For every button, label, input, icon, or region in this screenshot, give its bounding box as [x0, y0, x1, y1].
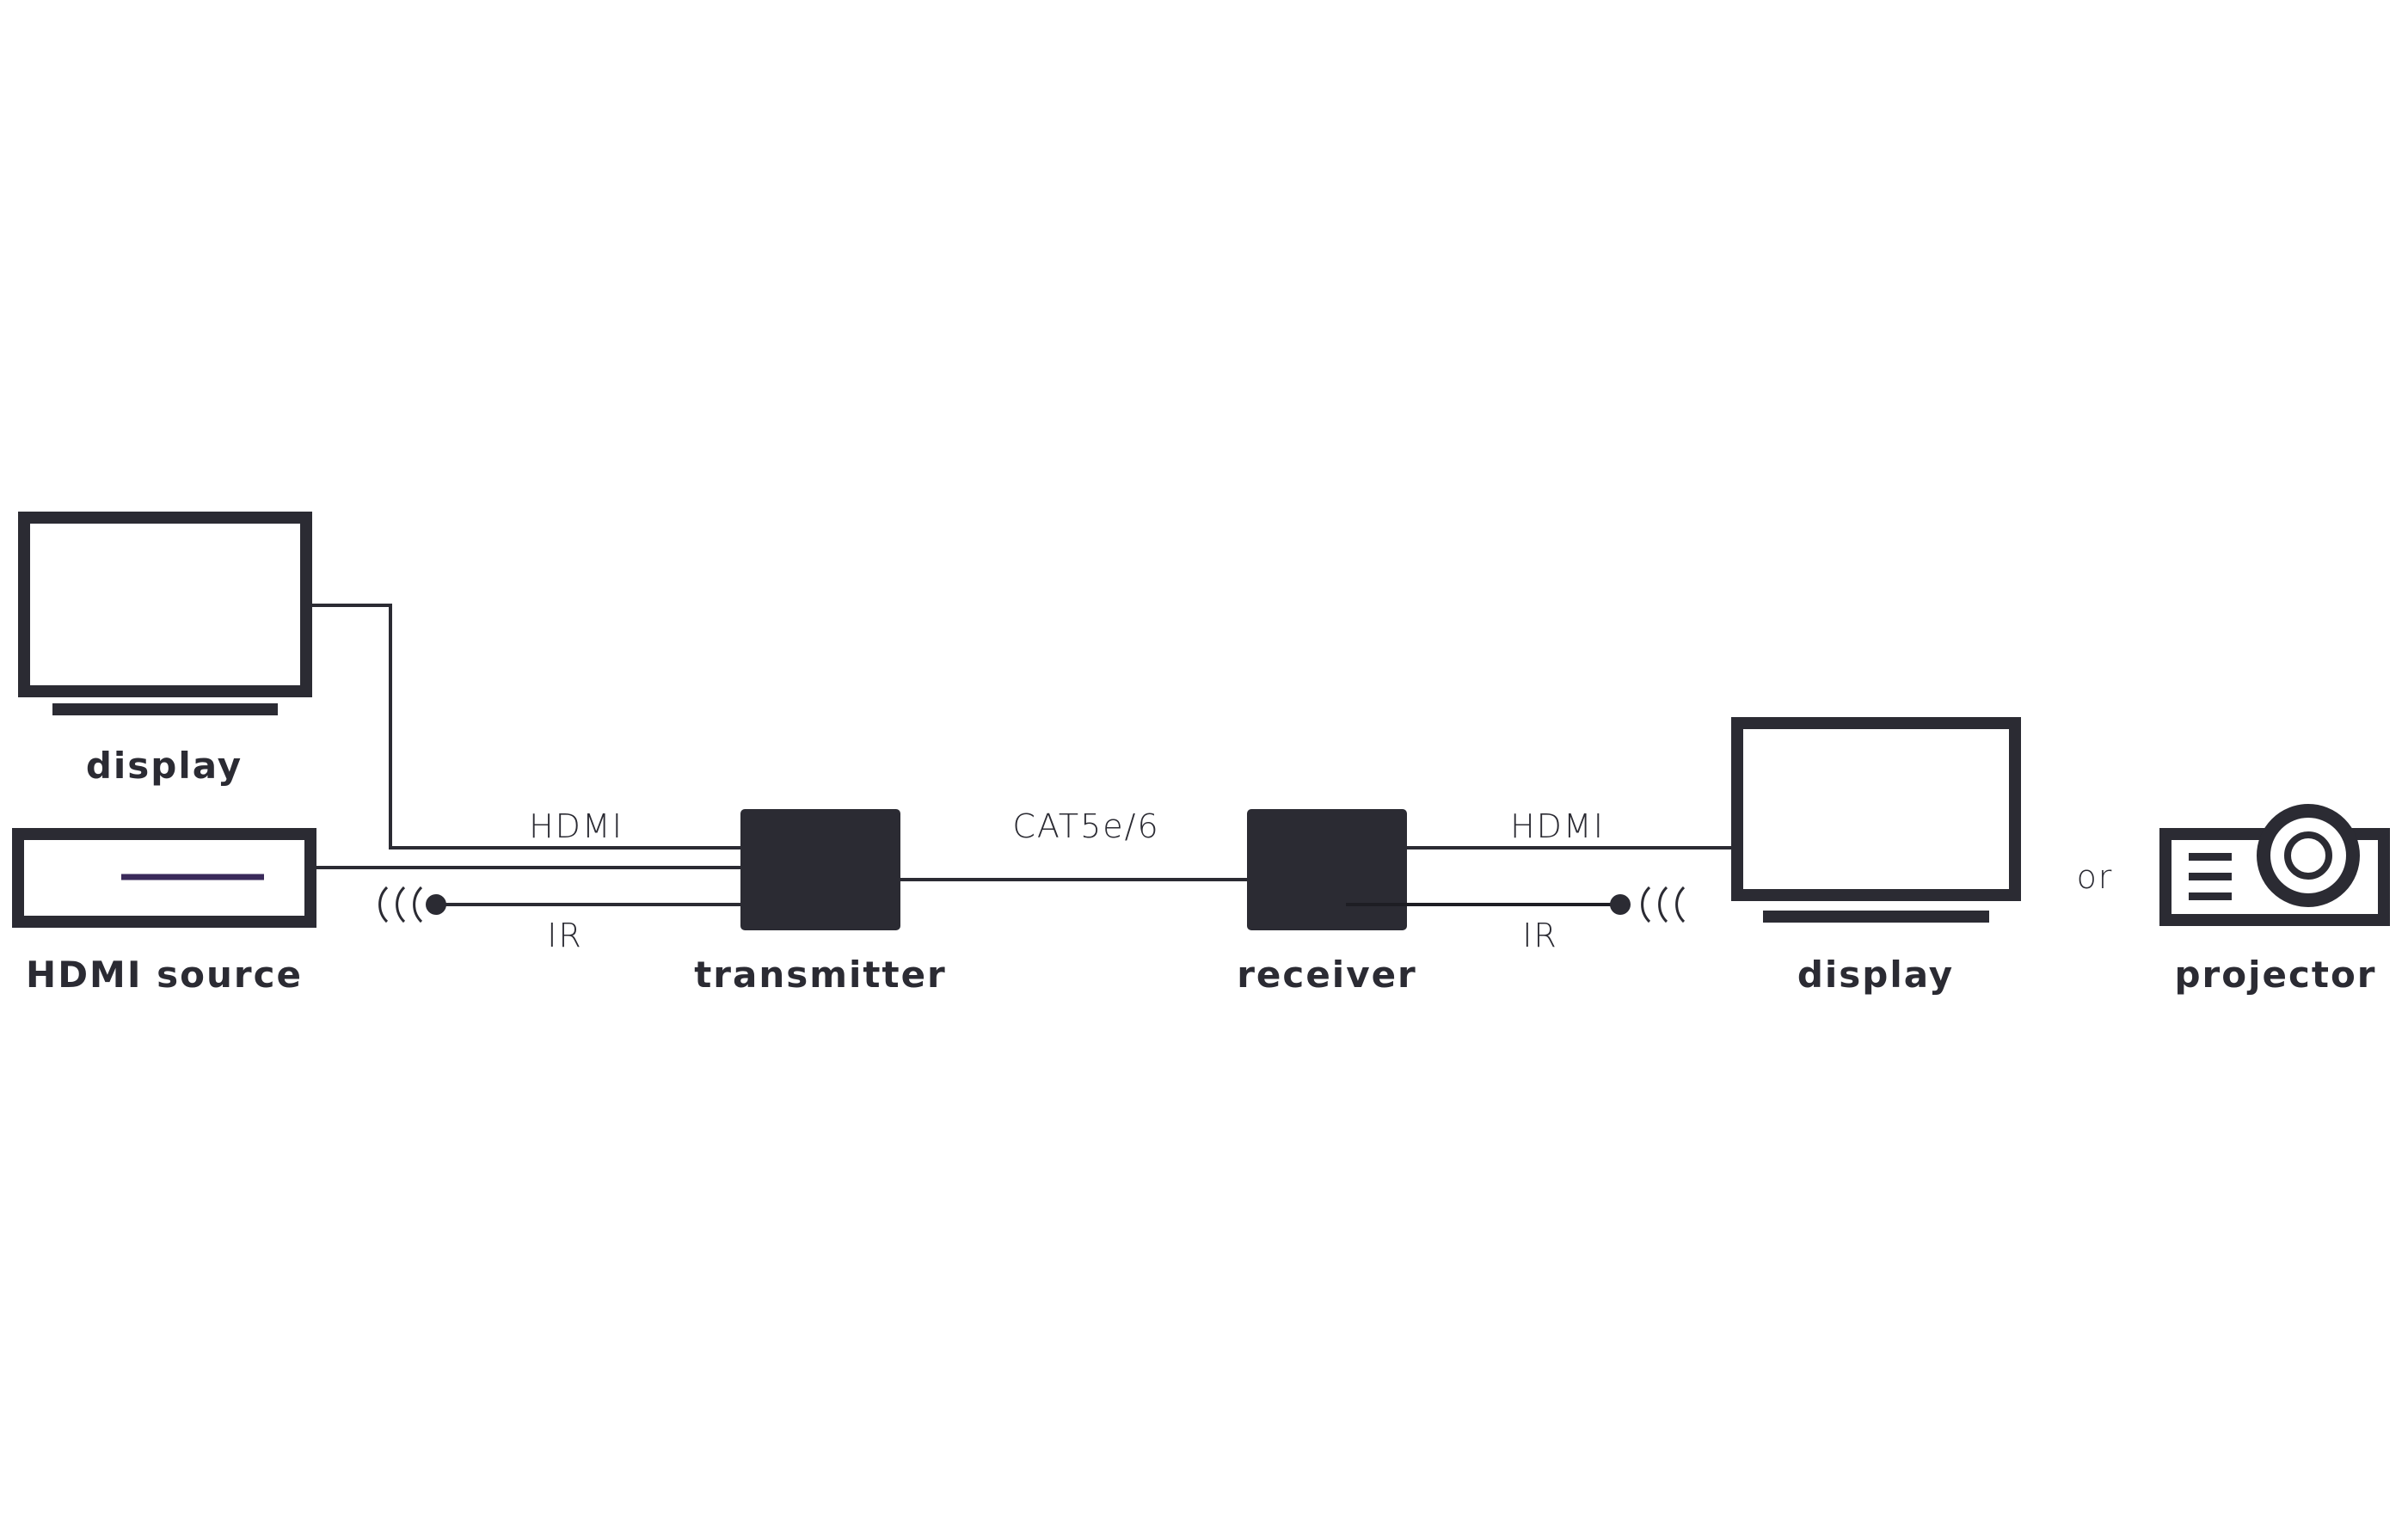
hdmi-cable-display-left	[312, 604, 740, 850]
hdmi-label-right: HDMI	[1510, 807, 1605, 845]
transmitter-label: transmitter	[694, 954, 947, 996]
or-text: or	[2077, 858, 2114, 896]
ir-emitter-left-icon	[378, 886, 446, 923]
hdmi-source-label: HDMI source	[26, 954, 303, 996]
receiver-icon	[1247, 809, 1407, 930]
ir-label-right: IR	[1522, 917, 1558, 954]
display-left-icon	[18, 512, 312, 715]
ir-label-left: IR	[547, 917, 583, 954]
display-left-label: display	[86, 745, 243, 787]
display-right-icon	[1731, 717, 2021, 923]
ir-emitter-right-icon	[1610, 886, 1686, 923]
hdmi-label-left: HDMI	[529, 807, 624, 845]
projector-icon	[2159, 804, 2390, 926]
cat-label: CAT5e/6	[1012, 807, 1159, 845]
display-right-label: display	[1797, 954, 1954, 996]
projector-label: projector	[2174, 954, 2376, 996]
receiver-label: receiver	[1237, 954, 1417, 996]
transmitter-icon	[740, 809, 900, 930]
hdmi-source-icon	[12, 828, 316, 928]
